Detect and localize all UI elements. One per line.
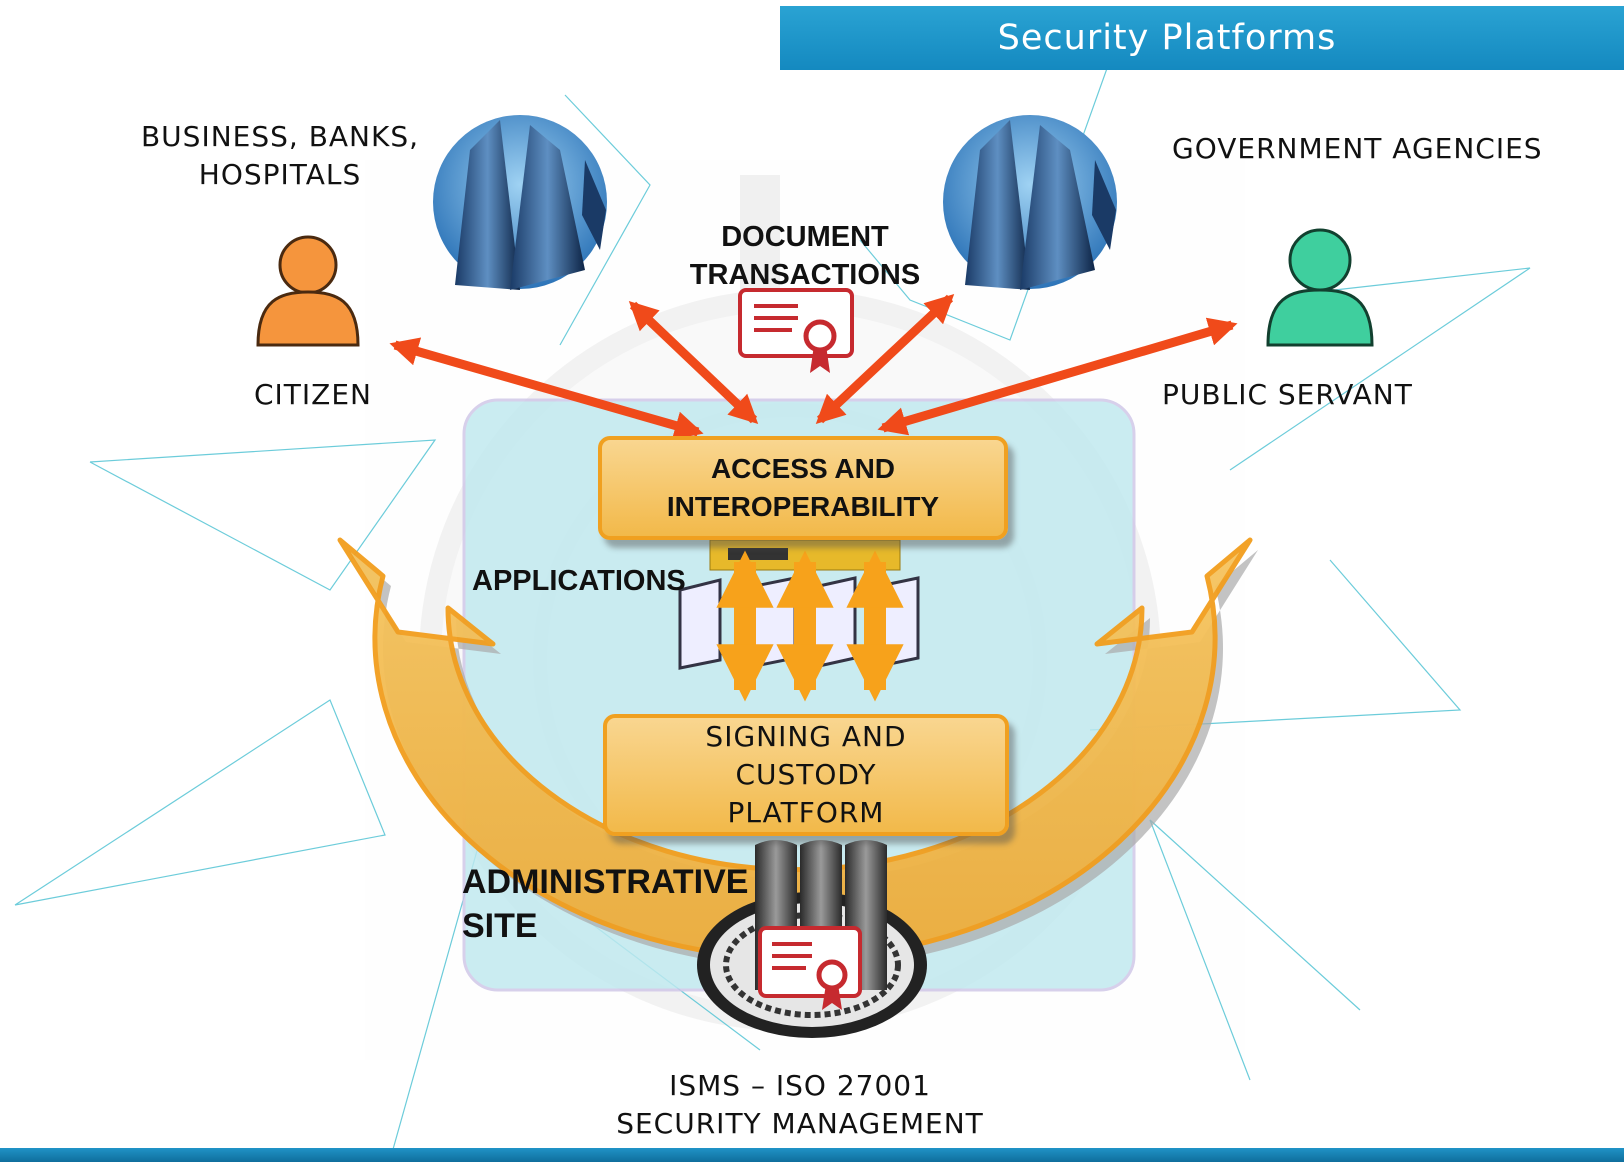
applications-label: APPLICATIONS bbox=[472, 565, 686, 597]
signing-custody-box: SIGNING AND CUSTODY PLATFORM bbox=[603, 714, 1009, 836]
document-transactions-label: DOCUMENT TRANSACTIONS bbox=[689, 221, 921, 291]
page-title: Security Platforms bbox=[997, 18, 1337, 58]
connection-arrows bbox=[389, 294, 1238, 440]
custody-certificate-icon bbox=[758, 926, 862, 1010]
government-building-photo-icon bbox=[943, 115, 1117, 290]
citizen-person-icon bbox=[256, 235, 360, 347]
footer-bar bbox=[0, 1148, 1624, 1162]
public-servant-person-icon bbox=[1266, 228, 1374, 347]
administrative-site-label: ADMINISTRATIVE SITE bbox=[462, 863, 749, 945]
citizen-label: CITIZEN bbox=[254, 378, 372, 411]
government-label: GOVERNMENT AGENCIES bbox=[1172, 132, 1543, 165]
business-building-photo-icon bbox=[433, 115, 607, 290]
application-arrows bbox=[716, 550, 904, 702]
access-interoperability-label: ACCESS AND INTEROPERABILITY bbox=[666, 453, 940, 522]
business-label: BUSINESS, BANKS, HOSPITALS bbox=[140, 120, 420, 191]
signing-custody-label: SIGNING AND CUSTODY PLATFORM bbox=[705, 720, 907, 829]
access-interoperability-box: ACCESS AND INTEROPERABILITY bbox=[598, 436, 1008, 540]
public-servant-label: PUBLIC SERVANT bbox=[1162, 378, 1413, 411]
header-bar: Security Platforms bbox=[780, 6, 1624, 70]
isms-label: ISMS – ISO 27001 SECURITY MANAGEMENT bbox=[616, 1069, 984, 1140]
